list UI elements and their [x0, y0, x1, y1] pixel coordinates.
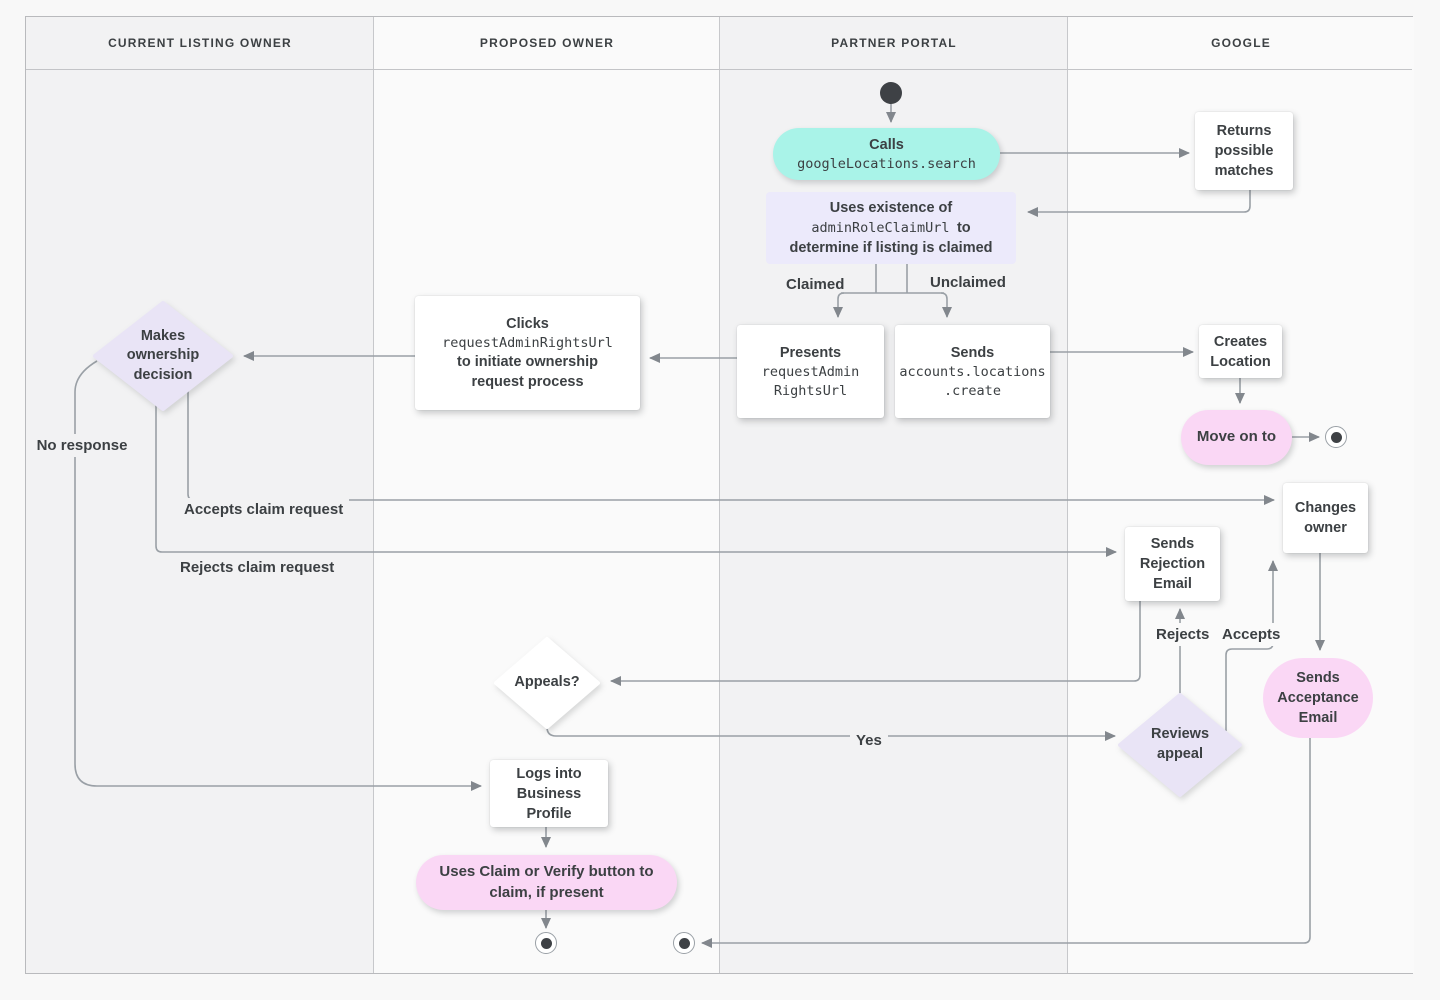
node-code2: RightsUrl [773, 382, 848, 399]
node-text: Sends Acceptance Email [1277, 670, 1359, 726]
edge-label-claimed: Claimed [786, 276, 845, 293]
header-divider [26, 69, 1412, 70]
lane-current-listing-owner [26, 17, 374, 973]
edge-label-rejects-claim-request: Rejects claim request [180, 559, 335, 576]
end-node-proposed-owner [535, 932, 557, 954]
node-sends-rejection-email: Sends Rejection Email [1125, 527, 1220, 601]
node-title: Calls [869, 136, 904, 153]
node-sends-accounts-locations-create: Sends accounts.locations .create [895, 325, 1050, 418]
node-presents-requestadminrightsurl: Presents requestAdmin RightsUrl [737, 325, 884, 418]
edge-label-rejects: Rejects [1150, 623, 1216, 646]
node-text: Returns possible matches [1214, 123, 1274, 179]
lane-header-partner-portal: PARTNER PORTAL [831, 36, 957, 50]
node-text-line3: determine if listing is claimed [789, 240, 993, 256]
lane-header-google: GOOGLE [1211, 36, 1271, 50]
node-changes-owner: Changes owner [1283, 483, 1368, 553]
node-uses-claim-or-verify: Uses Claim or Verify button to claim, if… [416, 855, 677, 910]
end-node-google [1325, 426, 1347, 448]
node-text: Reviews appeal [1150, 726, 1210, 762]
node-title: Sends [950, 345, 995, 362]
lane-proposed-owner [374, 17, 720, 973]
node-text: Logs into Business Profile [516, 765, 582, 822]
node-move-on-to: Move on to [1181, 410, 1292, 465]
node-uses-existence: Uses existence of adminRoleClaimUrl to d… [766, 192, 1016, 264]
node-text-line1: Uses existence of [829, 200, 953, 216]
node-text: Uses Claim or Verify button to claim, if… [439, 862, 654, 901]
node-returns-possible-matches: Returns possible matches [1195, 112, 1293, 190]
start-node [880, 82, 902, 104]
node-calls-googlelocations-search: Calls googleLocations.search [773, 128, 1000, 180]
end-node-partner-portal [673, 932, 695, 954]
node-code: requestAdminRightsUrl [442, 334, 613, 351]
edge-label-unclaimed: Unclaimed [930, 274, 1006, 291]
node-code: adminRoleClaimUrl [811, 220, 950, 236]
node-text: Changes owner [1294, 500, 1357, 536]
node-appeals: Appeals? [494, 637, 600, 729]
node-code: requestAdmin [761, 364, 860, 381]
node-creates-location: Creates Location [1199, 325, 1282, 378]
node-text: Appeals? [514, 674, 580, 691]
lane-header-current-listing-owner: CURRENT LISTING OWNER [108, 36, 292, 50]
node-sends-acceptance-email: Sends Acceptance Email [1263, 658, 1373, 738]
node-code: accounts.locations [899, 364, 1046, 381]
node-logs-into-business-profile: Logs into Business Profile [490, 760, 608, 827]
node-clicks-requestadminrightsurl: Clicks requestAdminRightsUrl to initiate… [415, 296, 640, 410]
node-reviews-appeal: Reviews appeal [1118, 693, 1242, 797]
node-makes-ownership-decision: Makes ownership decision [93, 301, 233, 411]
node-text: Sends Rejection Email [1139, 536, 1206, 592]
edge-label-accepts: Accepts [1216, 623, 1287, 646]
node-code2: .create [944, 382, 1001, 399]
edge-label-yes: Yes [850, 729, 888, 752]
node-text: Creates Location [1210, 333, 1271, 370]
node-title: Clicks [506, 315, 549, 332]
node-text: to initiate ownership request process [457, 354, 598, 391]
node-code: googleLocations.search [797, 155, 976, 172]
node-text: Makes ownership decision [126, 327, 200, 383]
lane-header-proposed-owner: PROPOSED OWNER [479, 36, 615, 50]
edge-label-accepts-claim-request: Accepts claim request [178, 498, 350, 521]
node-text: Move on to [1196, 428, 1277, 446]
node-text: to [956, 220, 971, 236]
node-title: Presents [779, 345, 842, 362]
node-text-line2: adminRoleClaimUrl to [811, 218, 970, 238]
edge-label-no-response: No response [30, 434, 134, 457]
